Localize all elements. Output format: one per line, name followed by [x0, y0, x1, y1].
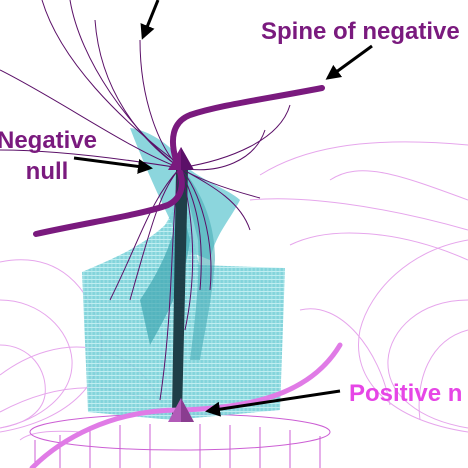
negative-null-label-line2: null — [26, 158, 69, 185]
positive-null-label: Positive n — [349, 380, 462, 407]
spine-label: Spine of negative — [261, 18, 460, 45]
arrow-positive-null — [205, 389, 341, 417]
arrow-top — [140, 0, 160, 40]
positive-null-cage — [29, 413, 331, 468]
annotation-arrows — [73, 0, 373, 417]
separatrix-fan-surface — [82, 128, 285, 420]
spine-of-negative-null — [33, 85, 325, 237]
arrow-spine — [325, 44, 373, 80]
negative-null-label-line1: Negative — [0, 127, 97, 154]
arrow-negative-null — [73, 156, 153, 174]
positive-null-marker — [168, 398, 194, 422]
fan-field-lines — [0, 0, 291, 401]
negative-null-marker — [168, 147, 194, 170]
